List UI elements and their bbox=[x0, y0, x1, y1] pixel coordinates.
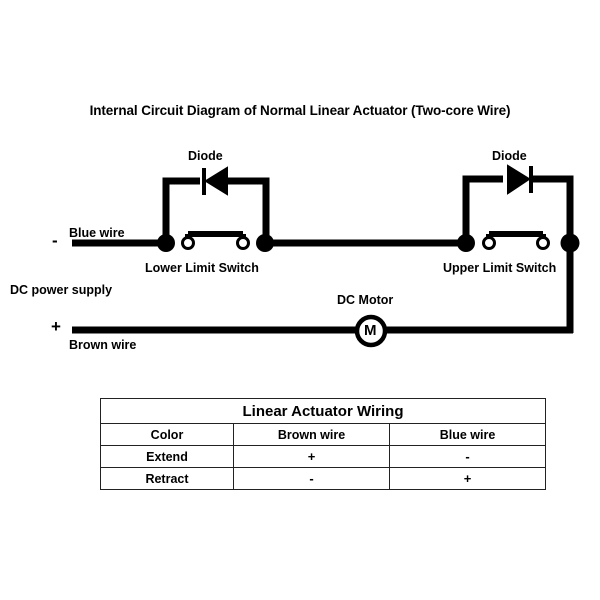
table-row: Extend + - bbox=[100, 445, 546, 468]
column-header-color: Color bbox=[100, 423, 234, 446]
wire-left-loop-rightside bbox=[228, 177, 270, 243]
negative-terminal-sign: - bbox=[52, 231, 58, 250]
wire-right-loop-rightside bbox=[531, 175, 574, 243]
positive-terminal-sign: + bbox=[51, 317, 61, 336]
column-header-brown-wire: Brown wire bbox=[233, 423, 390, 446]
cell-retract-brown: - bbox=[233, 467, 390, 490]
node-lower-switch-right bbox=[256, 234, 274, 252]
dc-motor-symbol bbox=[354, 314, 388, 348]
wire-left-loop-leftside bbox=[162, 177, 200, 243]
lower-limit-switch-label: Lower Limit Switch bbox=[145, 261, 259, 275]
diode-left-symbol bbox=[202, 166, 228, 196]
node-upper-switch-left bbox=[457, 234, 475, 252]
node-lower-switch-left bbox=[157, 234, 175, 252]
table-row-header: Color Brown wire Blue wire bbox=[100, 423, 546, 446]
brown-wire-label: Brown wire bbox=[69, 338, 137, 352]
row-label-retract: Retract bbox=[100, 467, 234, 490]
page-title: Internal Circuit Diagram of Normal Linea… bbox=[89, 103, 511, 118]
wire-right-loop-leftside bbox=[462, 175, 503, 243]
dc-power-supply-label: DC power supply bbox=[10, 283, 113, 297]
wiring-table-title: Linear Actuator Wiring bbox=[100, 398, 546, 424]
node-upper-switch-right bbox=[560, 233, 580, 253]
upper-limit-switch-symbol[interactable] bbox=[482, 231, 550, 250]
diode-right-label: Diode bbox=[492, 149, 527, 163]
diode-right-symbol bbox=[507, 164, 533, 195]
blue-wire-label: Blue wire bbox=[69, 226, 125, 240]
diode-left-label: Diode bbox=[188, 149, 223, 163]
table-row-title: Linear Actuator Wiring bbox=[100, 398, 546, 424]
motor-symbol-letter: M bbox=[364, 322, 377, 339]
cell-extend-brown: + bbox=[233, 445, 390, 468]
table-row: Retract - + bbox=[100, 467, 546, 490]
dc-motor-label: DC Motor bbox=[337, 293, 394, 307]
wiring-table: Linear Actuator Wiring Color Brown wire … bbox=[100, 398, 546, 490]
row-label-extend: Extend bbox=[100, 445, 234, 468]
column-header-blue-wire: Blue wire bbox=[389, 423, 546, 446]
upper-limit-switch-label: Upper Limit Switch bbox=[443, 261, 557, 275]
cell-extend-blue: - bbox=[389, 445, 546, 468]
lower-limit-switch-symbol[interactable] bbox=[181, 231, 250, 250]
cell-retract-blue: + bbox=[389, 467, 546, 490]
